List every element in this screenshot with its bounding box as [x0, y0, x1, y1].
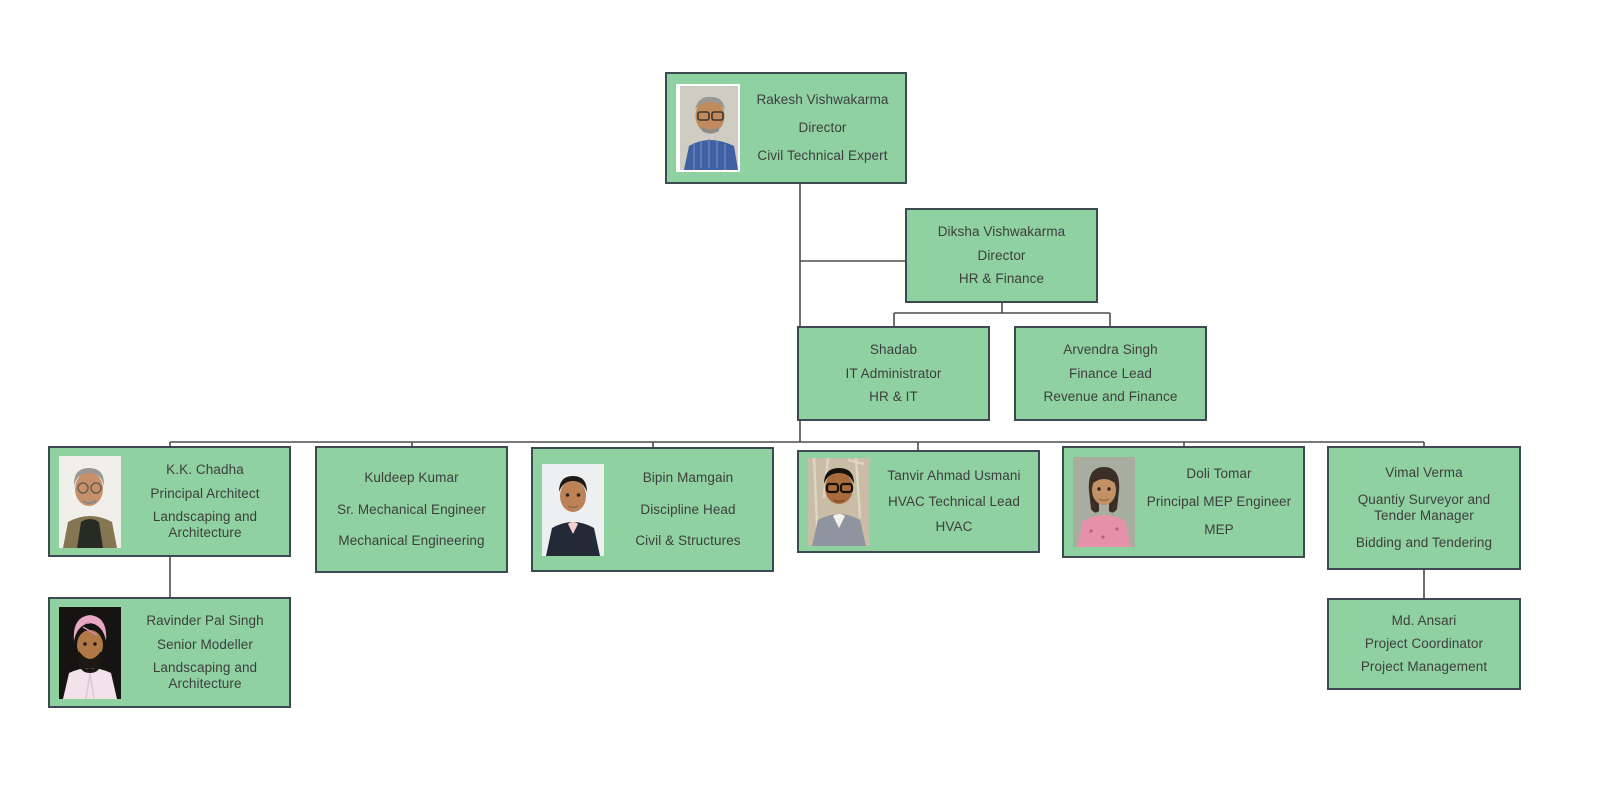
person-department: Landscaping and Architecture [152, 660, 258, 692]
org-node-arvendra-singh[interactable]: Arvendra Singh Finance Lead Revenue and … [1014, 326, 1207, 421]
org-node-shadab[interactable]: Shadab IT Administrator HR & IT [797, 326, 990, 421]
person-name: Ravinder Pal Singh [146, 612, 264, 628]
person-department: HR & IT [869, 389, 918, 405]
org-node-doli-tomar[interactable]: Doli Tomar Principal MEP Engineer MEP [1062, 446, 1305, 558]
person-department: Mechanical Engineering [338, 533, 485, 549]
org-node-rakesh-vishwakarma[interactable]: Rakesh Vishwakarma Director Civil Techni… [665, 72, 907, 184]
doli-tomar-portrait-photo [1073, 457, 1135, 547]
person-department: Project Management [1360, 658, 1488, 674]
org-node-tanvir-ahmad-usmani[interactable]: Tanvir Ahmad Usmani HVAC Technical Lead … [797, 450, 1040, 553]
person-title: Discipline Head [640, 501, 736, 517]
person-title: IT Administrator [845, 365, 942, 381]
rakesh-portrait-photo [676, 84, 740, 172]
bipin-mamgain-portrait-photo [542, 463, 604, 556]
org-node-bipin-mamgain[interactable]: Bipin Mamgain Discipline Head Civil & St… [531, 447, 774, 572]
org-node-diksha-vishwakarma[interactable]: Diksha Vishwakarma Director HR & Finance [905, 208, 1098, 303]
person-title: Principal Architect [150, 485, 260, 501]
org-node-vimal-verma[interactable]: Vimal Verma Quantiy Surveyor and Tender … [1327, 446, 1521, 570]
ravinder-singh-portrait-photo [59, 606, 121, 699]
person-name: Rakesh Vishwakarma [756, 92, 889, 108]
org-node-md-ansari[interactable]: Md. Ansari Project Coordinator Project M… [1327, 598, 1521, 690]
person-department: Landscaping and Architecture [152, 509, 258, 541]
person-department: Bidding and Tendering [1355, 535, 1493, 550]
org-node-kk-chadha[interactable]: K.K. Chadha Principal Architect Landscap… [48, 446, 291, 557]
person-department: MEP [1204, 521, 1234, 537]
person-name: Kuldeep Kumar [364, 469, 459, 485]
person-title: Project Coordinator [1364, 636, 1484, 652]
person-department: Revenue and Finance [1043, 389, 1178, 405]
person-title: Director [798, 120, 847, 136]
person-name: Vimal Verma [1385, 465, 1463, 481]
person-name: Tanvir Ahmad Usmani [887, 467, 1021, 483]
org-node-ravinder-pal-singh[interactable]: Ravinder Pal Singh Senior Modeller Lands… [48, 597, 291, 708]
person-department: HVAC [935, 519, 973, 535]
person-name: Shadab [869, 341, 918, 357]
person-title: Finance Lead [1068, 365, 1152, 381]
org-node-kuldeep-kumar[interactable]: Kuldeep Kumar Sr. Mechanical Engineer Me… [315, 446, 508, 573]
person-name: Bipin Mamgain [642, 470, 734, 486]
person-department: Civil Technical Expert [757, 147, 888, 163]
person-title: Sr. Mechanical Engineer [337, 501, 486, 517]
tanvir-usmani-portrait-photo [808, 457, 870, 546]
person-title: Quantiy Surveyor and Tender Manager [1357, 492, 1491, 523]
connector-diksha-children [893, 303, 1111, 326]
person-title: HVAC Technical Lead [888, 493, 1020, 509]
person-title: Principal MEP Engineer [1146, 494, 1292, 510]
person-name: Doli Tomar [1186, 466, 1252, 482]
person-department: Civil & Structures [635, 532, 741, 548]
person-name: Md. Ansari [1391, 613, 1457, 629]
connector-row2-stubs [169, 442, 1425, 450]
person-name: Arvendra Singh [1063, 341, 1158, 357]
person-department: HR & Finance [958, 271, 1045, 287]
person-title: Senior Modeller [156, 636, 254, 652]
person-name: Diksha Vishwakarma [937, 223, 1066, 239]
kk-chadha-portrait-photo [59, 455, 121, 548]
person-title: Director [977, 247, 1026, 263]
person-name: K.K. Chadha [166, 461, 244, 477]
